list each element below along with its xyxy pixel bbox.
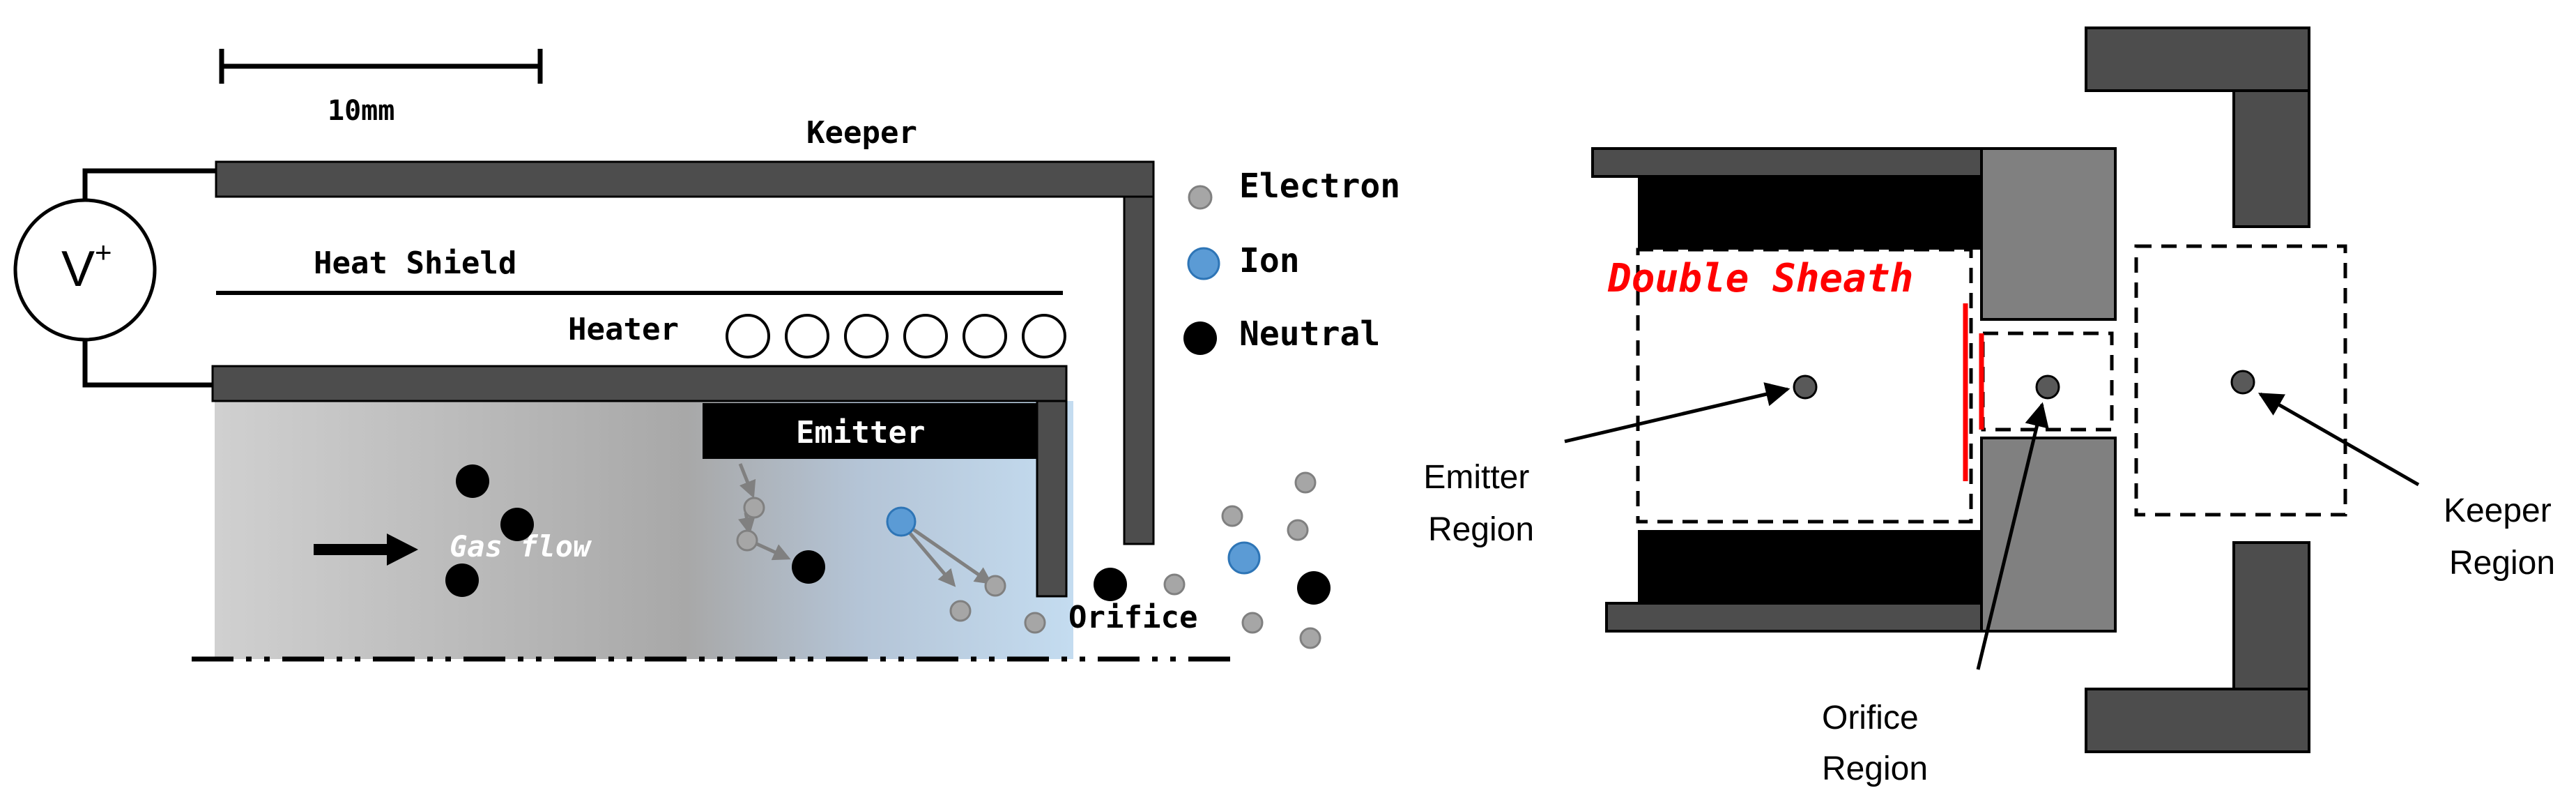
legend-electron-label: Electron (1239, 167, 1400, 206)
emitter-insert-top (1638, 176, 1981, 250)
legend-electron-marker (1188, 185, 1213, 210)
double-sheath-label: Double Sheath (1607, 256, 1913, 301)
right-panel: Double Sheath Emitter Region Orifice Reg… (1423, 27, 2561, 787)
emitter-label: Emitter (796, 415, 925, 451)
ion-particle-outside (1227, 541, 1261, 575)
legend-ion-label: Ion (1239, 241, 1300, 280)
keeper-region-label: Keeper Region (2444, 492, 2561, 582)
particle-legend: Electron Ion Neutral (1183, 167, 1400, 355)
scale-bar (219, 49, 543, 84)
orifice-region-label: Orifice Region (1822, 699, 1928, 787)
heater-coils (726, 314, 1066, 358)
heater-label: Heater (568, 312, 679, 347)
electron-particles-outside (1024, 471, 1321, 649)
electron-particles-inside (736, 497, 1006, 622)
emitter-insert-bottom (1638, 530, 1981, 603)
keeper-label: Keeper (806, 115, 917, 151)
neutral-particles-inside (445, 464, 825, 597)
legend-neutral-label: Neutral (1239, 315, 1380, 354)
voltage-label: V+ (61, 236, 112, 297)
emitter (703, 403, 1037, 459)
ion-particle-inside (886, 506, 917, 537)
scale-bar-label: 10mm (328, 95, 394, 127)
voltage-wires (82, 168, 216, 388)
cathode-shell-bottom (1605, 437, 2117, 633)
emitter-region-label: Emitter Region (1423, 459, 1538, 548)
heat-shield-label: Heat Shield (314, 245, 516, 281)
cathode-tube (211, 365, 1068, 598)
legend-ion-marker (1187, 247, 1220, 280)
legend-neutral-marker (1183, 321, 1217, 355)
left-panel: 10mm V+ Keeper Heat Shield (13, 49, 1400, 662)
gas-flow-arrow (314, 534, 418, 566)
region-arrows (1564, 382, 2420, 670)
keeper-region-box (2134, 244, 2347, 517)
orifice-label: Orifice (1068, 600, 1197, 635)
keeper-right (2085, 27, 2310, 753)
region-points (1793, 370, 2255, 400)
keeper (215, 160, 1155, 545)
voltage-source (13, 198, 157, 342)
neutral-particles-outside (1094, 568, 1331, 605)
cathode-shell-top (1591, 147, 2117, 321)
